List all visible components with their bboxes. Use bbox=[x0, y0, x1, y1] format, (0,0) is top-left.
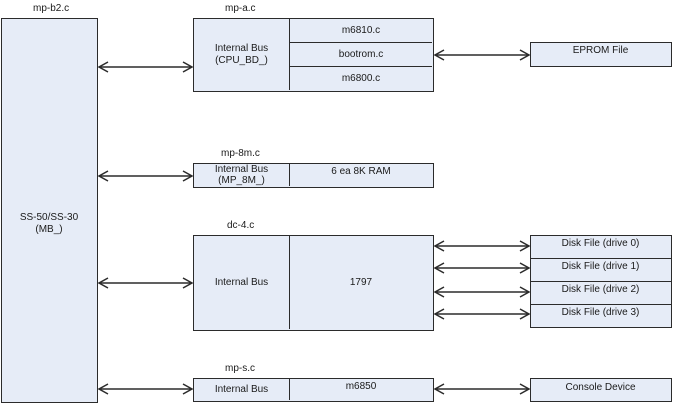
arrow-mb-serial bbox=[97, 383, 194, 395]
serial-file-label: mp-s.c bbox=[225, 363, 255, 374]
ram-file-label: mp-8m.c bbox=[221, 148, 260, 159]
divider bbox=[290, 42, 432, 43]
arrow-mb-cpu bbox=[97, 61, 194, 73]
arrow-1797-drive2 bbox=[433, 286, 531, 298]
divider bbox=[289, 236, 290, 329]
console-device-label: Console Device bbox=[565, 382, 636, 393]
cpu-bus-sub: (CPU_BD_) bbox=[215, 54, 268, 66]
serial-part-m6850: m6850 bbox=[345, 381, 377, 392]
eprom-file-box: EPROM File bbox=[530, 42, 672, 67]
arrow-1797-drive1 bbox=[433, 262, 531, 274]
arrow-m6850-console bbox=[433, 383, 531, 395]
disk-file-label: Disk File (drive 1) bbox=[561, 260, 640, 272]
cpu-bus-label: Internal Bus bbox=[214, 42, 269, 54]
arrow-1797-drive0 bbox=[433, 240, 531, 252]
disk-file-label: dc-4.c bbox=[227, 220, 255, 231]
cpu-board-box: Internal Bus (CPU_BD_) m6810.c bootrom.c… bbox=[193, 18, 434, 92]
disk-controller-1797: 1797 bbox=[349, 276, 373, 288]
ram-board-box: Internal Bus (MP_8M_) 6 ea 8K RAM bbox=[193, 163, 434, 188]
disk-file-label: Disk File (drive 0) bbox=[561, 237, 640, 249]
divider bbox=[289, 19, 290, 90]
cpu-internal-bus: Internal Bus (CPU_BD_) bbox=[194, 19, 289, 90]
disk-internal-bus: Internal Bus bbox=[214, 276, 269, 288]
ram-bus-sub: (MP_8M_) bbox=[218, 175, 265, 186]
mainboard-name: SS-50/SS-30 bbox=[19, 212, 79, 223]
cpu-part-m6800: m6800.c bbox=[341, 73, 381, 84]
divider bbox=[290, 66, 432, 67]
divider bbox=[289, 379, 290, 400]
mainboard-box: SS-50/SS-30 (MB_) bbox=[1, 18, 98, 403]
disk-board-box: Internal Bus 1797 bbox=[193, 235, 434, 331]
mainboard-sub: (MB_) bbox=[35, 224, 63, 235]
cpu-part-bootrom: bootrom.c bbox=[338, 49, 384, 60]
ram-internal-bus: Internal Bus (MP_8M_) bbox=[194, 163, 289, 187]
disk-file-box-0: Disk File (drive 0) bbox=[530, 235, 672, 259]
mb-file-label: mp-b2.c bbox=[33, 3, 70, 14]
console-device-box: Console Device bbox=[530, 378, 672, 402]
disk-file-label: Disk File (drive 2) bbox=[561, 283, 640, 295]
disk-file-box-2: Disk File (drive 2) bbox=[530, 281, 672, 305]
arrow-mb-ram bbox=[97, 170, 194, 182]
arrow-bootrom-eprom bbox=[433, 49, 531, 61]
serial-internal-bus: Internal Bus bbox=[214, 383, 269, 395]
ram-part: 6 ea 8K RAM bbox=[331, 166, 391, 177]
disk-file-box-3: Disk File (drive 3) bbox=[530, 304, 672, 328]
cpu-file-label: mp-a.c bbox=[225, 3, 256, 14]
cpu-part-m6810: m6810.c bbox=[341, 25, 381, 36]
arrow-1797-drive3 bbox=[433, 308, 531, 320]
disk-file-label: Disk File (drive 3) bbox=[561, 306, 640, 318]
serial-board-box: Internal Bus m6850 bbox=[193, 378, 434, 402]
divider bbox=[289, 164, 290, 186]
eprom-file-label: EPROM File bbox=[572, 45, 629, 56]
ram-bus-label: Internal Bus bbox=[214, 164, 269, 175]
arrow-mb-disk bbox=[97, 277, 194, 289]
